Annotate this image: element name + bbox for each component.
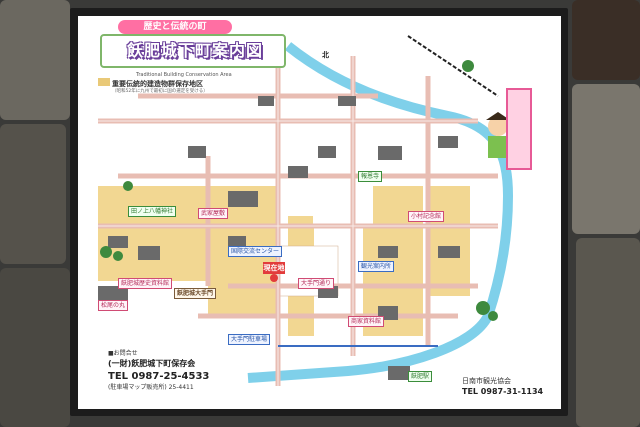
- castle-gate-label: 飫肥城大手門: [174, 288, 217, 299]
- contact-block: ■お問合せ (一財)飫肥城下町保存会 TEL 0987-25-4533 (駐車場…: [108, 349, 268, 392]
- tourism-association-name: 日南市観光協会: [462, 377, 511, 385]
- wall-stone: [0, 268, 70, 427]
- legend-swatch: [98, 78, 110, 86]
- title-banner: [100, 34, 286, 68]
- wall-stone: [572, 84, 640, 234]
- legend-japanese: 重要伝統的建造物群保存地区: [112, 80, 203, 88]
- wall-stone: [0, 0, 70, 120]
- temple-label: 報恩寺: [358, 171, 383, 182]
- tourism-association-tel: TEL 0987-31-1134: [462, 387, 544, 396]
- current-location-marker: [270, 274, 278, 282]
- sakatani-river: [247, 42, 514, 383]
- wall-stone: [572, 0, 640, 80]
- history-museum-label: 飫肥城歴史資料館: [118, 278, 173, 289]
- wall-stone: [0, 124, 66, 264]
- contact-tel-secondary: (駐車場マップ販売所) 25-4411: [108, 384, 194, 391]
- tourist-info-label: 観光案内所: [358, 261, 395, 272]
- legend-english: Traditional Building Conservation Area: [136, 72, 232, 78]
- chamber-label: 商家資料館: [348, 316, 385, 327]
- samurai-label: 武家屋敷: [198, 208, 229, 219]
- shrine-label: 田ノ上八幡神社: [128, 206, 177, 217]
- parking-label: 大手門駐車場: [228, 334, 271, 345]
- compass-north: 北: [322, 51, 329, 59]
- subtitle-pill: 歴史と伝統の町: [118, 20, 232, 34]
- komura-label: 小村記念館: [408, 211, 445, 222]
- contact-tel: TEL 0987-25-4533: [108, 371, 210, 382]
- map-title: 飫肥城下町案内図: [126, 41, 263, 60]
- mascot-illustration: [486, 112, 510, 158]
- tourism-association-block: 日南市観光協会 TEL 0987-31-1134: [462, 376, 552, 398]
- matsuo-label: 松尾の丸: [98, 300, 129, 311]
- conservation-district: [428, 186, 470, 296]
- museum-label: 国際交流センター: [228, 246, 283, 257]
- current-location-tag: 現在地: [263, 262, 285, 274]
- contact-header: ■お問合せ: [108, 350, 138, 357]
- contact-org: (一財)飫肥城下町保存会: [108, 359, 196, 368]
- otemon-street-label: 大手門通り: [298, 278, 335, 289]
- legend-note: （昭和52年に九州で最初に国の選定を受ける）: [112, 89, 208, 94]
- buildings: [98, 96, 460, 380]
- conservation-district: [98, 186, 208, 281]
- town-map-sign: 歴史と伝統の町 飫肥城下町案内図 Traditional Building Co…: [78, 16, 561, 409]
- wall-stone: [576, 238, 640, 427]
- mascot-banner: [506, 88, 532, 170]
- station-label: 飫肥駅: [408, 371, 433, 382]
- railway: [407, 35, 499, 97]
- trees: [100, 60, 498, 321]
